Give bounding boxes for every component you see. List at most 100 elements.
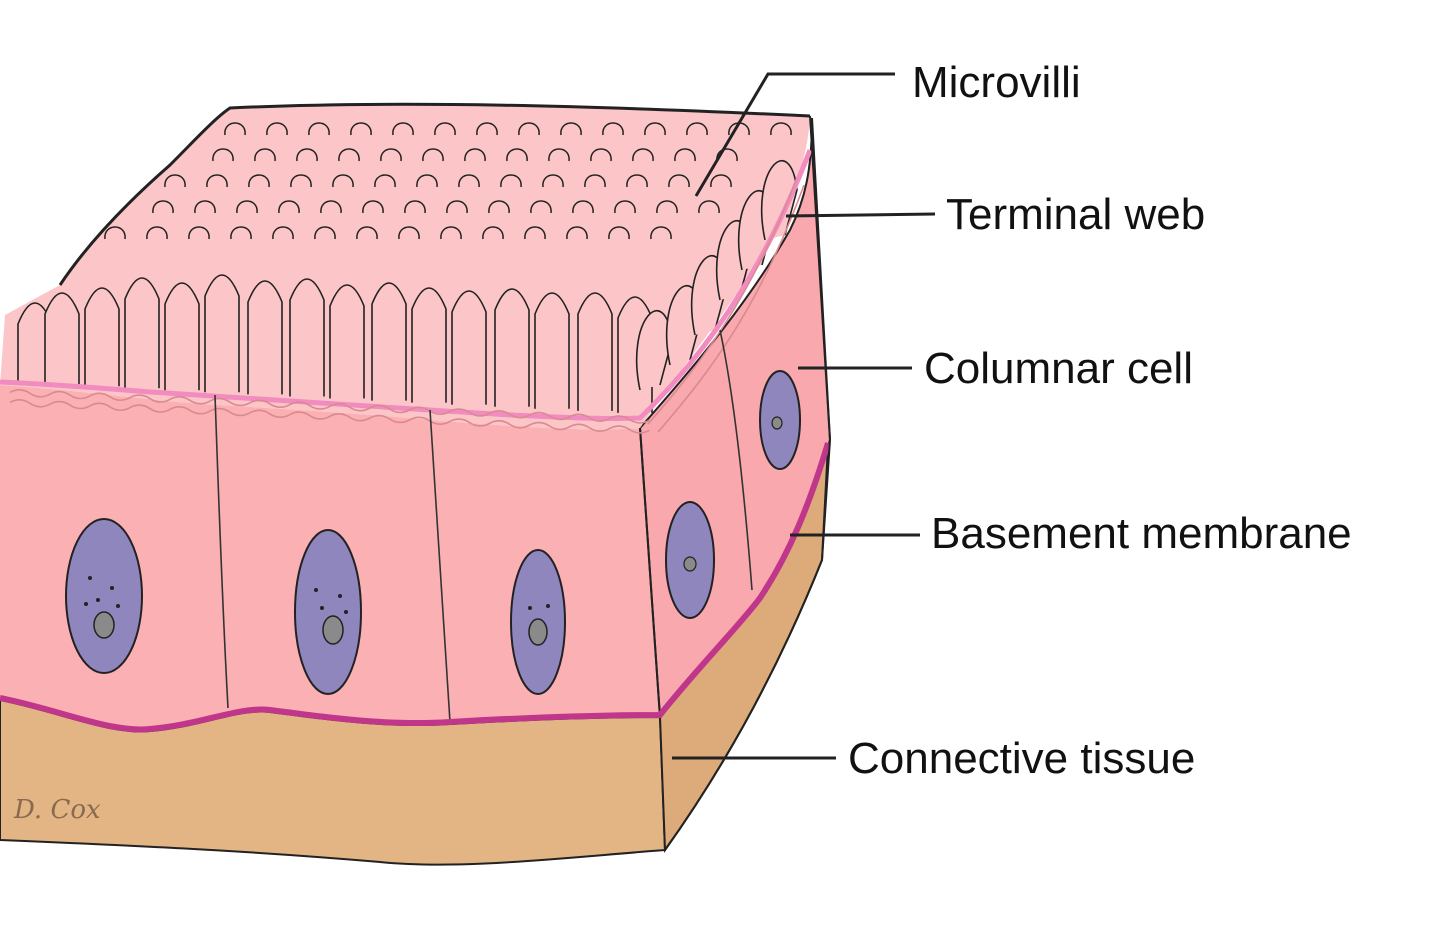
microvillus-tip bbox=[308, 122, 330, 136]
microvillus-tip bbox=[350, 122, 372, 136]
nucleus bbox=[665, 501, 715, 619]
microvilli-layer bbox=[0, 102, 811, 430]
microvillus-tip bbox=[320, 200, 342, 214]
label-basement-membrane: Basement membrane bbox=[931, 509, 1352, 558]
microvillus-tip bbox=[164, 174, 186, 188]
microvillus-tip bbox=[152, 200, 174, 214]
microvillus-tip bbox=[278, 200, 300, 214]
microvillus-tip bbox=[398, 226, 420, 240]
microvillus bbox=[371, 282, 407, 401]
apical-outline bbox=[58, 102, 811, 286]
nucleus bbox=[65, 518, 143, 674]
microvillus-tip bbox=[518, 122, 540, 136]
microvillus-tip bbox=[572, 200, 594, 214]
microvillus bbox=[534, 292, 570, 409]
nuclei bbox=[65, 370, 801, 695]
microvillus-tip bbox=[644, 122, 666, 136]
microvillus bbox=[577, 292, 613, 411]
microvillus-tip bbox=[332, 174, 354, 188]
microvillus bbox=[204, 274, 240, 393]
microvillus-tip bbox=[272, 226, 294, 240]
nucleus bbox=[759, 370, 801, 470]
microvillus bbox=[124, 277, 160, 389]
microvillus-tip bbox=[632, 148, 654, 162]
microvillus bbox=[289, 278, 325, 397]
block-outline bbox=[664, 115, 832, 851]
microvillus bbox=[247, 280, 283, 395]
microvillus-tip bbox=[482, 226, 504, 240]
microvillus-tip bbox=[614, 200, 636, 214]
microvillus-tip bbox=[146, 226, 168, 240]
microvillus-tip bbox=[458, 174, 480, 188]
microvillus-tip bbox=[446, 200, 468, 214]
microvillus-tip bbox=[416, 174, 438, 188]
microvillus bbox=[84, 287, 120, 387]
nucleus bbox=[294, 529, 362, 695]
microvillus-tip bbox=[626, 174, 648, 188]
microvilli-top-view bbox=[104, 122, 792, 240]
nucleus bbox=[510, 549, 566, 695]
microvillus-tip bbox=[548, 148, 570, 162]
microvillus-tip bbox=[710, 174, 732, 188]
microvillus-tip bbox=[440, 226, 462, 240]
microvillus-tip bbox=[392, 122, 414, 136]
microvillus-tip bbox=[608, 226, 630, 240]
label-microvilli: Microvilli bbox=[912, 58, 1081, 107]
microvillus-tip bbox=[224, 122, 246, 136]
microvillus-tip bbox=[338, 148, 360, 162]
microvillus-tip bbox=[500, 174, 522, 188]
microvillus bbox=[411, 287, 447, 403]
artist-signature: D. Cox bbox=[13, 795, 101, 825]
microvillus-tip bbox=[476, 122, 498, 136]
microvillus-tip bbox=[422, 148, 444, 162]
microvillus-tip bbox=[188, 226, 210, 240]
microvillus-tip bbox=[380, 148, 402, 162]
microvillus-tip bbox=[404, 200, 426, 214]
microvillus-tip bbox=[524, 226, 546, 240]
microvillus-tip bbox=[488, 200, 510, 214]
microvillus-tip bbox=[254, 148, 276, 162]
microvillus-tip bbox=[314, 226, 336, 240]
microvillus bbox=[494, 288, 530, 407]
microvillus-tip bbox=[584, 174, 606, 188]
microvillus-tip bbox=[560, 122, 582, 136]
microvillus-tip bbox=[374, 174, 396, 188]
microvillus-tip bbox=[698, 200, 720, 214]
microvillus-tip bbox=[602, 122, 624, 136]
microvillus-tip bbox=[650, 226, 672, 240]
leader-microvilli bbox=[694, 72, 895, 197]
microvillus-tip bbox=[590, 148, 612, 162]
label-terminal-web: Terminal web bbox=[946, 190, 1205, 239]
microvillus-tip bbox=[236, 200, 258, 214]
microvillus-tip bbox=[194, 200, 216, 214]
microvillus-tip bbox=[356, 226, 378, 240]
microvillus-tip bbox=[434, 122, 456, 136]
cell-boundaries bbox=[214, 329, 753, 723]
leader-terminal-web bbox=[785, 212, 936, 218]
microvillus-tip bbox=[656, 200, 678, 214]
microvillus-tip bbox=[770, 122, 792, 136]
microvillus-tip bbox=[230, 226, 252, 240]
cell-layer-edge bbox=[639, 427, 661, 718]
microvillus-tip bbox=[362, 200, 384, 214]
microvillus-tip bbox=[296, 148, 318, 162]
basement-membrane-line bbox=[0, 442, 831, 733]
microvillus bbox=[329, 284, 365, 399]
microvillus-tip bbox=[542, 174, 564, 188]
microvillus-tip bbox=[668, 174, 690, 188]
microvillus-tip bbox=[212, 148, 234, 162]
microvillus bbox=[44, 292, 80, 385]
label-connective-tissue: Connective tissue bbox=[848, 734, 1195, 783]
microvillus-tip bbox=[674, 148, 696, 162]
microvillus-tip bbox=[290, 174, 312, 188]
leader-lines bbox=[672, 72, 936, 760]
labels: Microvilli Terminal web Columnar cell Ba… bbox=[848, 58, 1352, 783]
terminal-web bbox=[0, 149, 813, 434]
microvillus-tip bbox=[266, 122, 288, 136]
microvillus-tip bbox=[104, 226, 126, 240]
microvillus bbox=[164, 282, 200, 391]
label-columnar-cell: Columnar cell bbox=[924, 344, 1193, 393]
microvillus-tip bbox=[530, 200, 552, 214]
